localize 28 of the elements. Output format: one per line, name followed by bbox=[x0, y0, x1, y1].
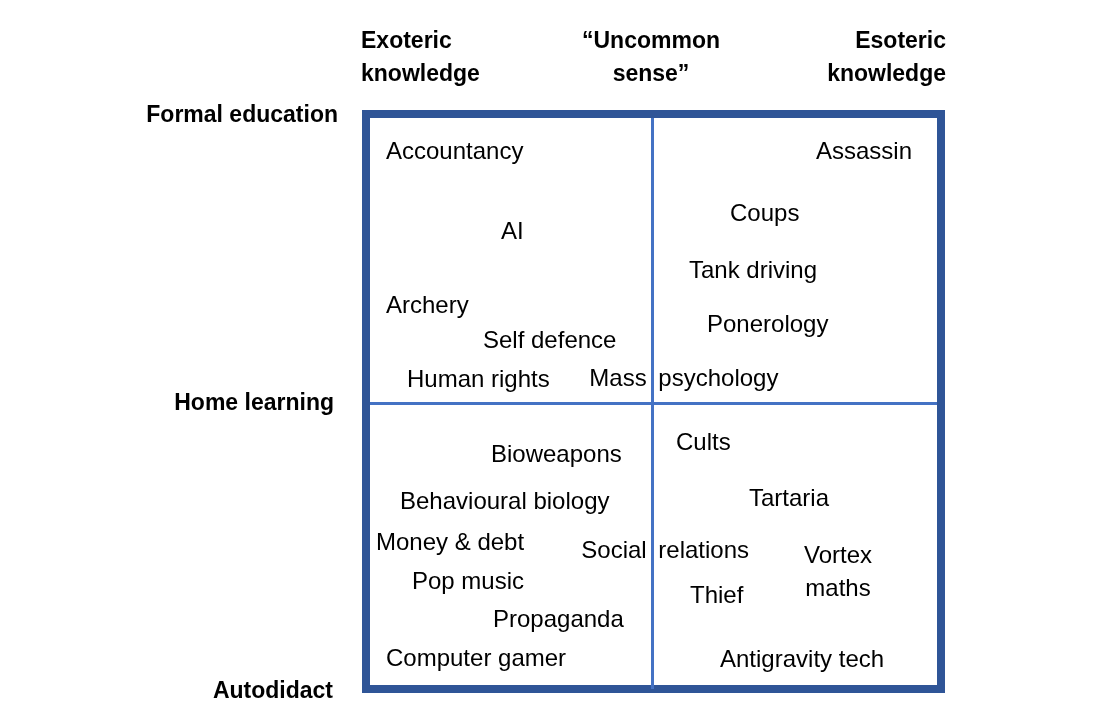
row-heading: Formal education bbox=[146, 99, 338, 129]
topic-label: Pop music bbox=[412, 565, 525, 596]
topic-label: Social relations bbox=[581, 534, 750, 565]
topic-label: Human rights bbox=[407, 363, 550, 394]
topic-label: Self defence bbox=[483, 324, 617, 355]
column-heading: Exoteric knowledge bbox=[361, 26, 481, 88]
topic-label: Tartaria bbox=[749, 482, 830, 513]
topic-label: Behavioural biology bbox=[400, 485, 610, 516]
column-heading: Esoteric knowledge bbox=[826, 26, 946, 88]
topic-label: Bioweapons bbox=[491, 438, 622, 469]
topic-label: Vortex maths bbox=[802, 540, 873, 603]
topic-label: Accountancy bbox=[386, 135, 524, 166]
row-heading: Autodidact bbox=[212, 675, 333, 705]
topic-label: Computer gamer bbox=[386, 642, 567, 673]
topic-label: Cults bbox=[676, 426, 731, 457]
topic-label: Tank driving bbox=[689, 254, 818, 285]
topic-label: Assassin bbox=[815, 135, 912, 166]
topic-label: Coups bbox=[730, 197, 800, 228]
column-heading: “Uncommon sense” bbox=[581, 26, 721, 88]
topic-label: AI bbox=[501, 215, 524, 246]
topic-label: Mass psychology bbox=[589, 362, 779, 393]
topic-label: Ponerology bbox=[707, 308, 829, 339]
topic-label: Archery bbox=[386, 289, 469, 320]
row-heading: Home learning bbox=[174, 387, 334, 417]
topic-label: Propaganda bbox=[493, 603, 624, 634]
topic-label: Antigravity tech bbox=[720, 643, 885, 674]
topic-label: Thief bbox=[690, 579, 744, 610]
topic-label: Money & debt bbox=[376, 526, 525, 557]
